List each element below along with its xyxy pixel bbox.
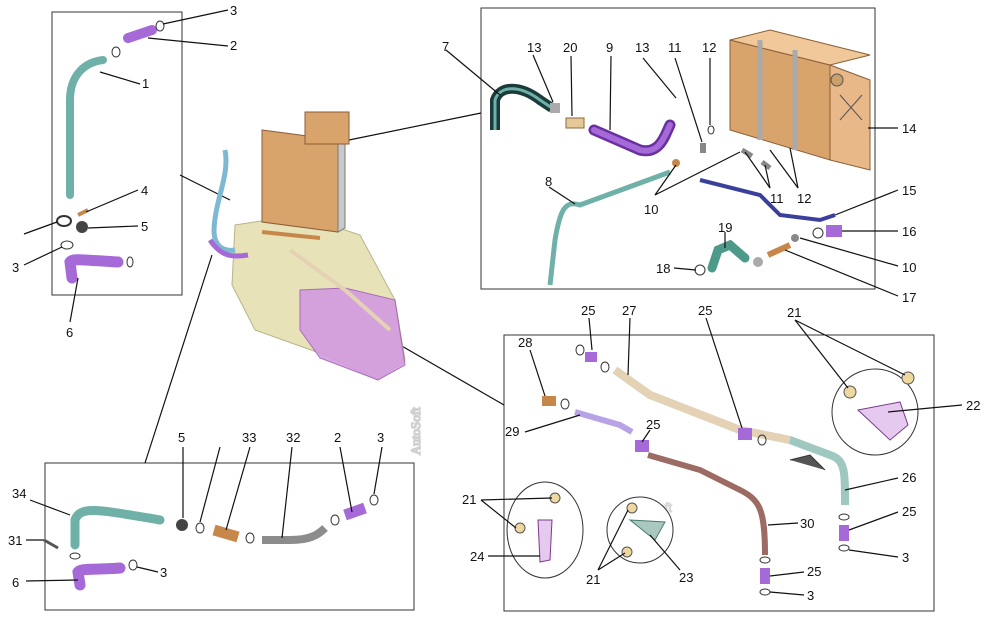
label-21c: 21 bbox=[586, 572, 600, 587]
label-4: 4 bbox=[141, 183, 148, 198]
label-24: 24 bbox=[470, 549, 484, 564]
label-3g: 3 bbox=[377, 430, 384, 445]
label-5: 5 bbox=[141, 219, 148, 234]
callouts: 1 2 3 4 5 3 6 7 13 20 9 13 11 12 14 8 10 bbox=[8, 3, 980, 603]
label-22: 22 bbox=[966, 398, 980, 413]
label-10a: 10 bbox=[644, 202, 658, 217]
top-right-parts bbox=[490, 29, 871, 286]
frame-top-right bbox=[480, 7, 876, 290]
label-2b: 2 bbox=[334, 430, 341, 445]
label-3e: 3 bbox=[160, 565, 167, 580]
label-23: 23 bbox=[679, 570, 693, 585]
label-20: 20 bbox=[563, 40, 577, 55]
label-13b: 13 bbox=[635, 40, 649, 55]
label-5b: 5 bbox=[178, 430, 185, 445]
label-3b: 3 bbox=[12, 260, 19, 275]
label-3a: 3 bbox=[230, 3, 237, 18]
watermark-main: AutoSoft bbox=[408, 407, 423, 455]
label-3d: 3 bbox=[807, 588, 814, 603]
bottom-right-parts bbox=[506, 344, 919, 596]
label-12b: 12 bbox=[797, 191, 811, 206]
label-25a: 25 bbox=[581, 303, 595, 318]
label-17: 17 bbox=[902, 290, 916, 305]
label-2: 2 bbox=[230, 38, 237, 53]
label-9: 9 bbox=[606, 40, 613, 55]
label-33: 33 bbox=[242, 430, 256, 445]
frame-bottom-right bbox=[503, 334, 935, 612]
label-12a: 12 bbox=[702, 40, 716, 55]
label-11a: 11 bbox=[668, 40, 682, 55]
label-14: 14 bbox=[902, 121, 916, 136]
center-assembly bbox=[207, 111, 406, 381]
label-6b: 6 bbox=[12, 575, 19, 590]
label-32: 32 bbox=[286, 430, 300, 445]
label-8: 8 bbox=[545, 174, 552, 189]
label-31: 31 bbox=[8, 533, 22, 548]
label-25c: 25 bbox=[646, 417, 660, 432]
label-16: 16 bbox=[902, 224, 916, 239]
label-34: 34 bbox=[12, 486, 26, 501]
label-1: 1 bbox=[142, 76, 149, 91]
label-27: 27 bbox=[622, 303, 636, 318]
label-26: 26 bbox=[902, 470, 916, 485]
label-13a: 13 bbox=[527, 40, 541, 55]
label-21b: 21 bbox=[462, 492, 476, 507]
bottom-left-parts bbox=[43, 494, 379, 591]
frame-top-left bbox=[51, 11, 183, 296]
label-29: 29 bbox=[505, 424, 519, 439]
label-21a: 21 bbox=[787, 305, 801, 320]
label-7: 7 bbox=[442, 39, 449, 54]
label-30: 30 bbox=[800, 516, 814, 531]
frame-bottom-left bbox=[44, 462, 415, 611]
label-25b: 25 bbox=[698, 303, 712, 318]
label-19: 19 bbox=[718, 220, 732, 235]
label-10b: 10 bbox=[902, 260, 916, 275]
label-6: 6 bbox=[66, 325, 73, 340]
top-left-parts bbox=[56, 20, 165, 284]
label-25e: 25 bbox=[807, 564, 821, 579]
label-11b: 11 bbox=[770, 191, 784, 206]
label-18: 18 bbox=[656, 261, 670, 276]
label-28: 28 bbox=[518, 335, 532, 350]
expansion-tank bbox=[729, 29, 871, 171]
label-15: 15 bbox=[902, 183, 916, 198]
label-25d: 25 bbox=[902, 504, 916, 519]
label-3c: 3 bbox=[902, 550, 909, 565]
